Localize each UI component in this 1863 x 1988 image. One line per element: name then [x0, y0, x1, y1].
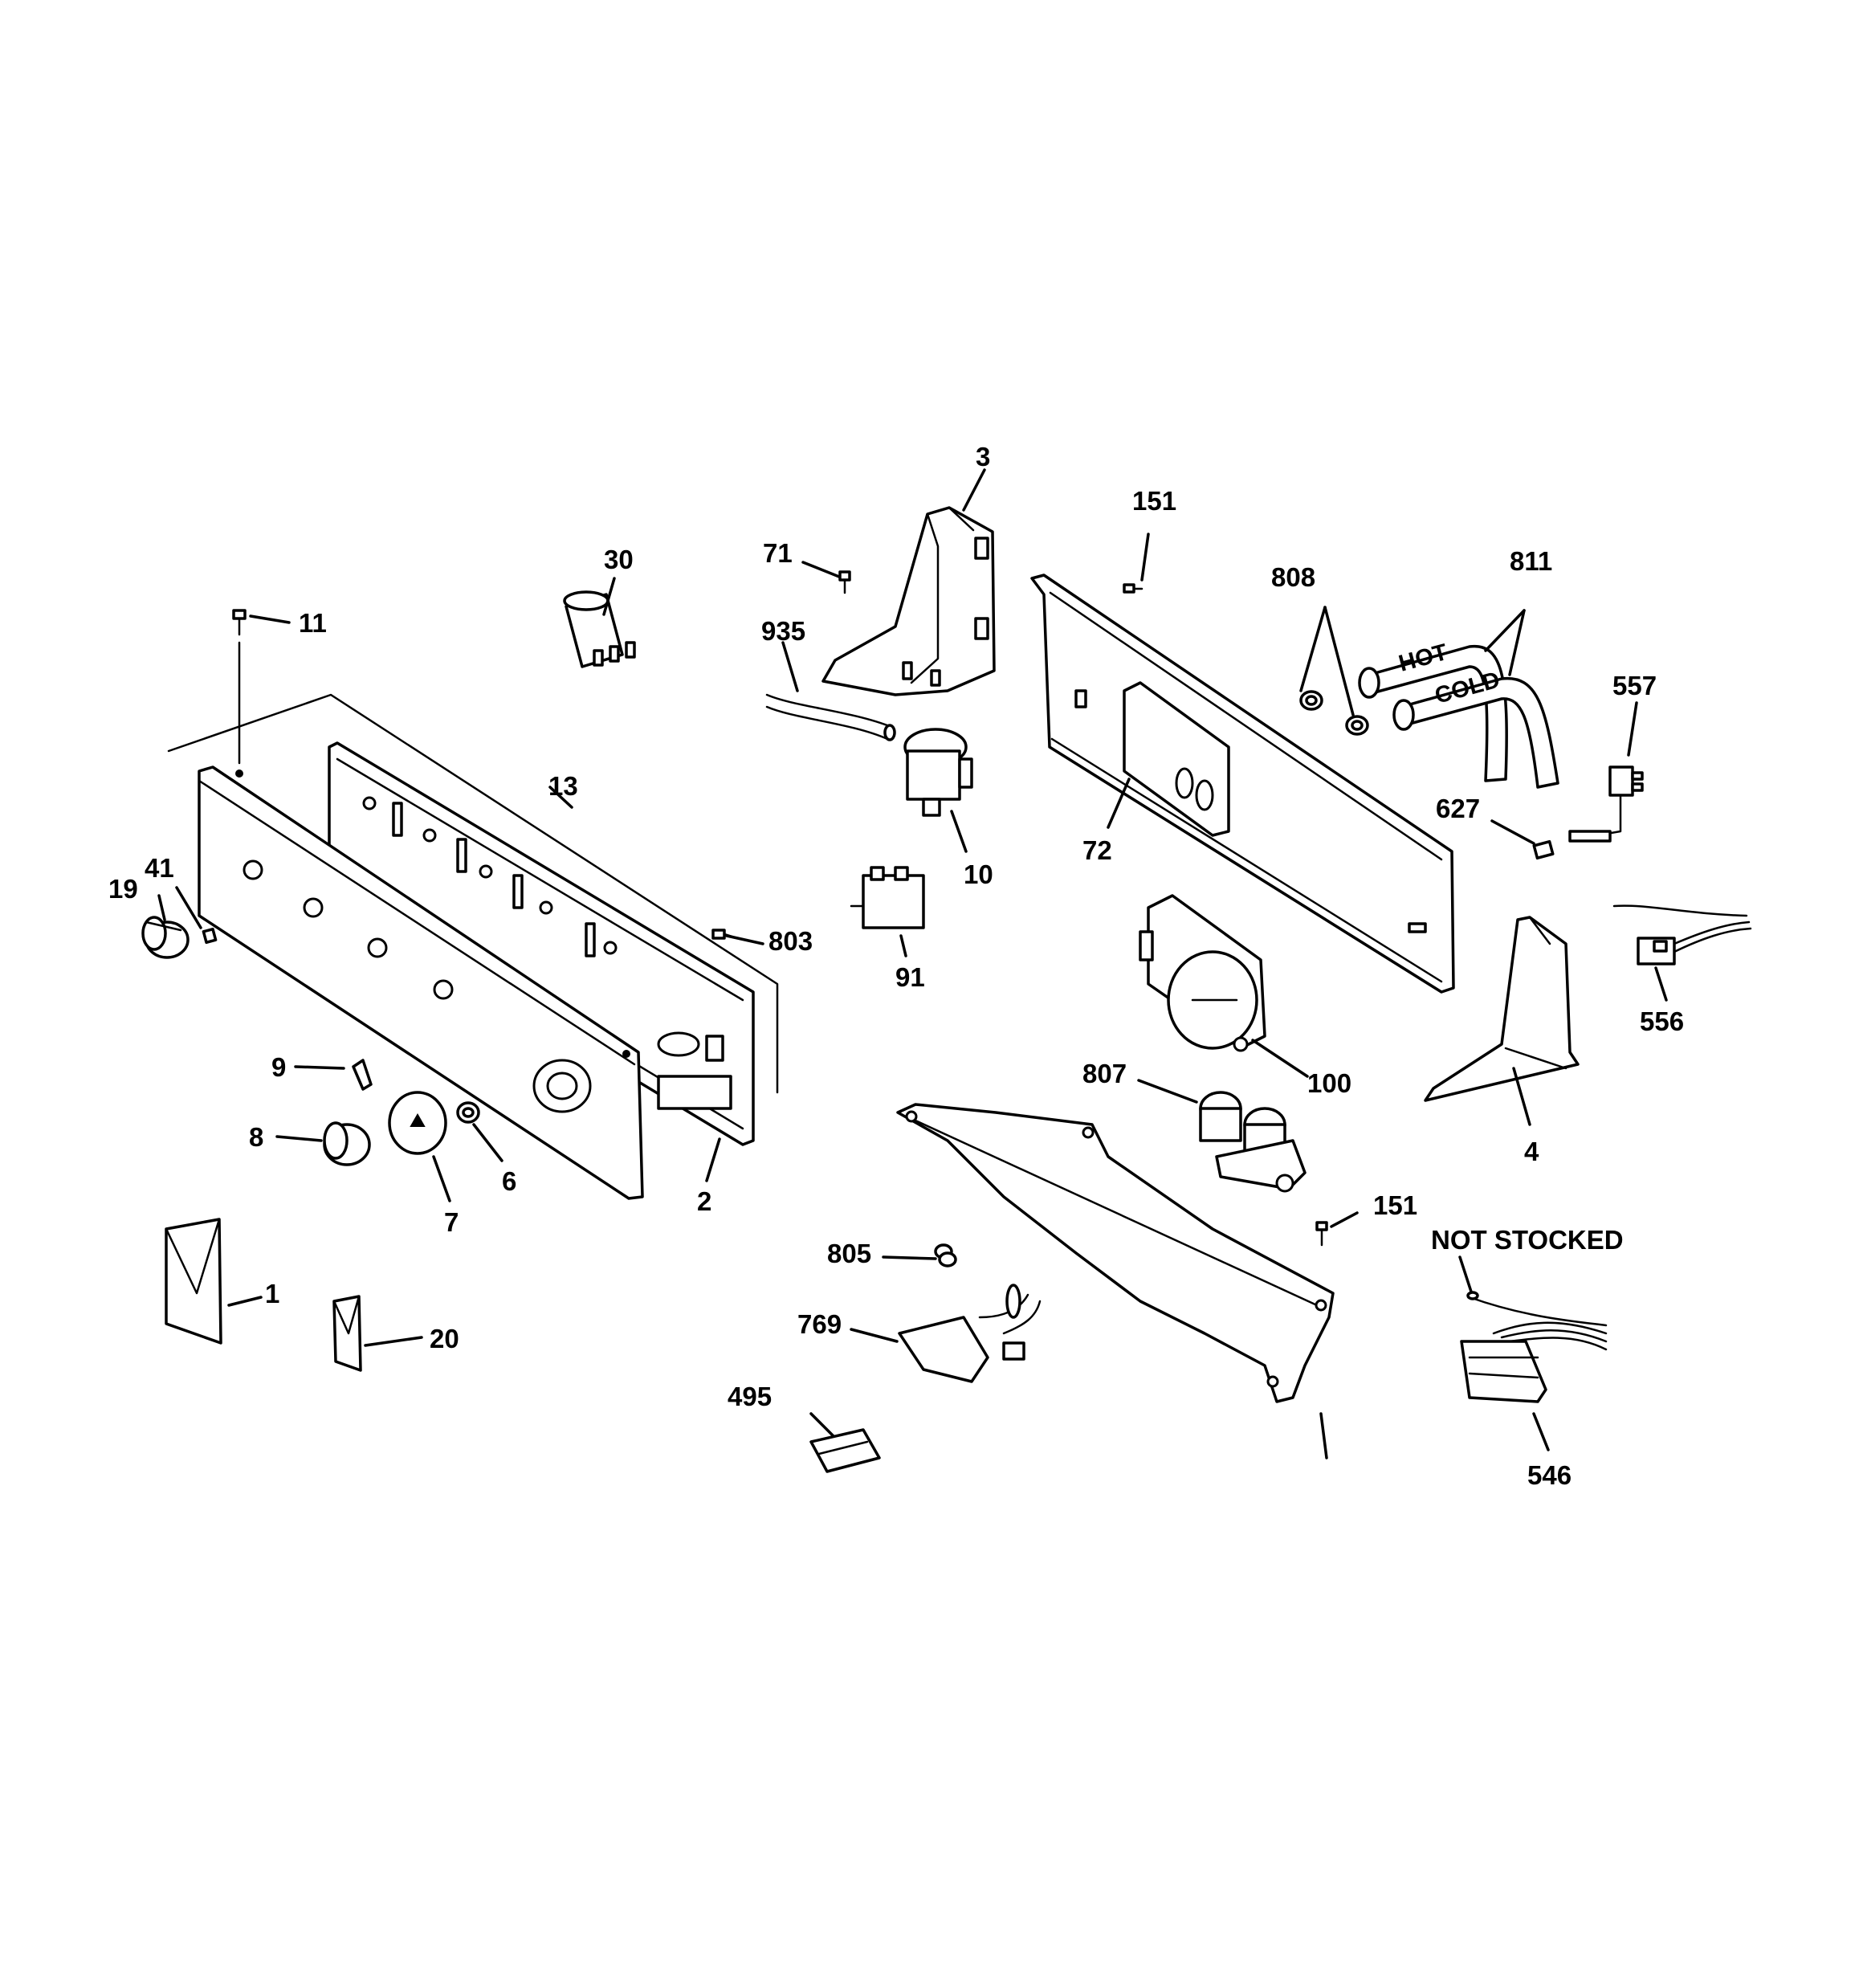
part-7-dial [388, 1091, 447, 1155]
callout-6: 6 [502, 1166, 516, 1196]
part-808-hoses: HOT COLD [1358, 639, 1559, 789]
part-151-screw-top [1123, 583, 1143, 594]
part-556-harness [1612, 904, 1752, 965]
part-10-pressure-switch [903, 728, 973, 817]
callout-19: 19 [108, 874, 138, 904]
part-811-hose [765, 693, 896, 741]
part-4-endcap [1424, 916, 1580, 1102]
part-3-endcap [821, 506, 996, 696]
part-19-knob [141, 916, 190, 959]
callout-13: 13 [548, 771, 578, 801]
callout-935: NOT STOCKED [1431, 1225, 1624, 1255]
part-13-outline [167, 693, 779, 1094]
callout-557: 557 [1612, 671, 1657, 700]
callout-1: 1 [265, 1279, 279, 1308]
part-41-clip [202, 927, 218, 945]
callout-495: 495 [728, 1382, 772, 1411]
part-151-screw-bottom [1315, 1221, 1328, 1247]
not-stocked-bracket [896, 1103, 1335, 1403]
callout-10: 10 [964, 859, 993, 889]
callout-546: 546 [1527, 1460, 1572, 1490]
callout-805: 807 [1082, 1059, 1127, 1088]
part-627-plug [1532, 839, 1555, 860]
callout-11: 11 [299, 608, 327, 638]
part-935-wire [1466, 1291, 1479, 1300]
part-1-literature [165, 1218, 222, 1345]
part-13-panel [198, 765, 644, 1200]
part-8-knob [323, 1121, 371, 1166]
callout-807: 808 [1271, 562, 1315, 592]
callout-72: 72 [1082, 835, 1112, 865]
callout-8: 8 [249, 1122, 263, 1152]
callout-100: 100 [1307, 1068, 1351, 1098]
callout-808: 811 [1510, 546, 1552, 576]
callout-803: 769 [797, 1309, 842, 1339]
callout-151-top: 151 [1132, 486, 1176, 516]
callout-811: 935 [761, 616, 805, 646]
callout-151-bottom: 151 [1373, 1190, 1417, 1220]
part-72-backsplash [1030, 574, 1455, 994]
callout-769: 803 [768, 926, 813, 956]
callout-790: 805 [827, 1239, 871, 1268]
part-100-timer [1139, 894, 1266, 1052]
part-20-literature [332, 1295, 362, 1372]
callout-30: 30 [604, 545, 634, 574]
part-790-clamp [934, 1243, 957, 1268]
callout-3: 3 [976, 442, 990, 471]
part-91-switch [850, 866, 925, 929]
callout-71: 71 [763, 538, 793, 568]
callout-labels: 11 13 30 803 19 41 9 8 7 6 2 1 20 71 3 9… [108, 442, 1684, 1490]
callout-2: 2 [697, 1186, 711, 1216]
callout-4: 4 [1524, 1137, 1539, 1166]
part-495-connector [809, 1428, 881, 1473]
part-30-capacitor [563, 590, 636, 668]
part-557-connector [1568, 765, 1644, 843]
callout-20: 20 [430, 1324, 459, 1353]
part-2-bracket [328, 741, 755, 1146]
part-11-screw [232, 609, 247, 765]
callout-556: 556 [1640, 1006, 1684, 1036]
callout-9: 9 [271, 1052, 286, 1082]
part-807-washers [1299, 690, 1369, 736]
part-546-harness [1460, 1296, 1608, 1403]
part-6-nut [456, 1101, 480, 1124]
callout-41: 41 [145, 853, 174, 883]
part-803-dispenser [898, 1284, 1042, 1383]
leader-lines [157, 468, 1668, 1459]
part-805-water-valve [1199, 1091, 1307, 1193]
callout-91: 91 [895, 962, 925, 992]
callout-7: 7 [444, 1207, 459, 1237]
part-71-screw [838, 570, 851, 594]
callout-627: 627 [1436, 794, 1480, 823]
part-9-clip [352, 1059, 373, 1091]
